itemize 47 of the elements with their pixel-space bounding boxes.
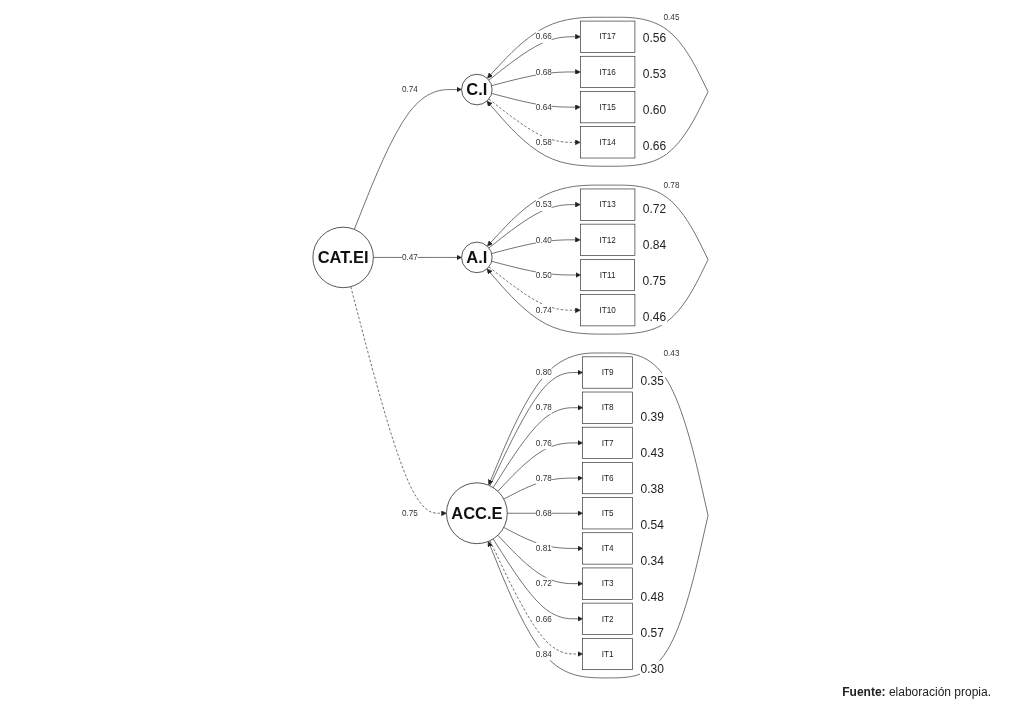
node-box: IT12 xyxy=(580,223,636,256)
error-variance: 0.46 xyxy=(641,309,668,326)
edge-label: 0.81 xyxy=(535,543,552,554)
edge-label: 0.72 xyxy=(535,578,552,589)
edge-label: 0.78 xyxy=(663,180,680,190)
node-circle: ACC.E xyxy=(446,482,508,545)
edge-label: 0.50 xyxy=(535,270,552,280)
node-circle: A.I xyxy=(461,241,493,274)
edge-label: 0.64 xyxy=(535,102,552,112)
edge-label: 0.80 xyxy=(535,367,552,378)
edge-label: 0.78 xyxy=(535,473,552,483)
node-box: IT6 xyxy=(582,462,633,495)
edge-label: 0.74 xyxy=(535,305,552,315)
node-box: IT16 xyxy=(580,55,636,88)
node-box: IT14 xyxy=(580,126,636,159)
edge-label: 0.53 xyxy=(535,199,552,210)
edge-label: 0.66 xyxy=(535,31,552,42)
edge-label: 0.43 xyxy=(663,348,680,358)
edge-label: 0.68 xyxy=(535,67,552,77)
node-circle: CAT.EI xyxy=(312,226,374,289)
node-box: IT9 xyxy=(582,356,633,389)
node-box: IT3 xyxy=(582,567,633,600)
edge-label: 0.40 xyxy=(535,234,552,245)
node-circle: C.I xyxy=(461,73,493,106)
edge-label: 0.75 xyxy=(401,508,418,518)
node-box: IT13 xyxy=(580,188,636,221)
edge-label: 0.68 xyxy=(535,508,552,518)
node-box: IT10 xyxy=(580,294,636,327)
edge-label: 0.45 xyxy=(663,12,680,22)
edge-label: 0.78 xyxy=(535,402,552,413)
node-box: IT1 xyxy=(582,638,633,670)
node-box: IT17 xyxy=(580,20,636,53)
source-note: Fuente: elaboración propia. xyxy=(841,685,991,699)
node-box: IT2 xyxy=(582,602,633,635)
node-box: IT11 xyxy=(580,259,635,292)
node-box: IT8 xyxy=(582,391,633,424)
edge-label: 0.84 xyxy=(535,649,552,659)
node-box: IT5 xyxy=(582,497,633,530)
node-box: IT4 xyxy=(582,532,633,565)
node-box: IT15 xyxy=(580,91,636,124)
edge-label: 0.74 xyxy=(401,84,418,95)
edge-label: 0.47 xyxy=(401,252,418,263)
edge-label: 0.66 xyxy=(535,613,552,624)
error-variance: 0.30 xyxy=(639,661,665,678)
node-box: IT7 xyxy=(582,426,633,459)
edge-label: 0.76 xyxy=(535,437,552,448)
edge-label: 0.58 xyxy=(535,137,552,147)
